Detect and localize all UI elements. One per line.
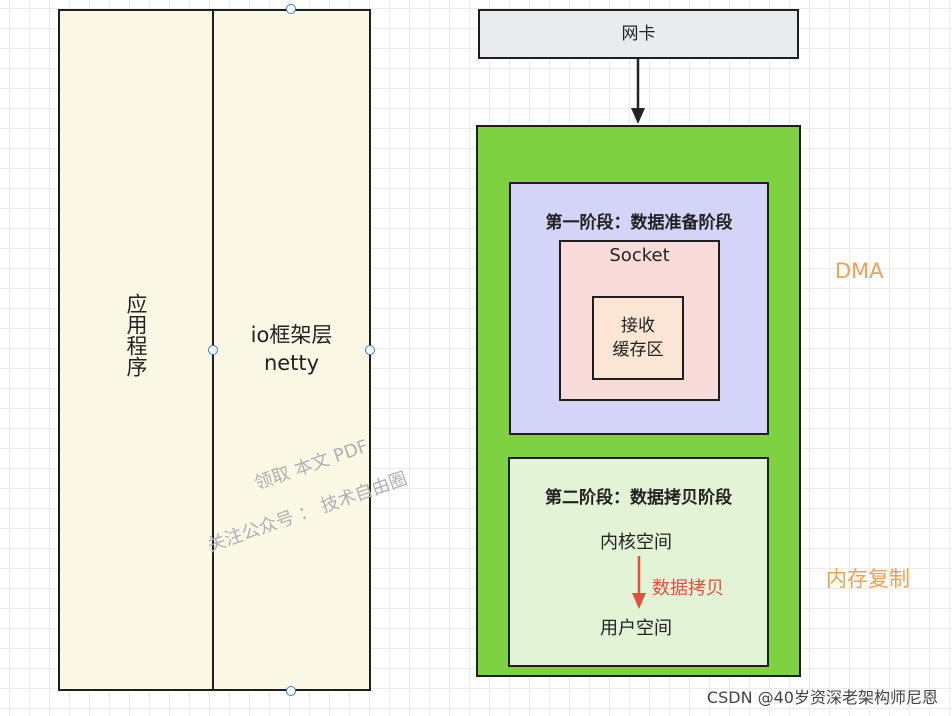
resize-handle-top[interactable] <box>286 4 296 14</box>
user-space-label: 用户空间 <box>600 618 672 639</box>
data-copy-arrow <box>632 556 646 609</box>
csdn-credit: CSDN @40岁资深老架构师尼恩 <box>706 688 938 707</box>
receive-buffer-line1: 接收 <box>621 316 655 336</box>
receive-buffer-line2: 缓存区 <box>612 340 664 360</box>
resize-handle-right[interactable] <box>365 345 375 355</box>
receive-buffer-box[interactable]: 接收 缓存区 <box>592 296 684 380</box>
io-framework-label: io框架层 netty <box>214 321 369 377</box>
memory-copy-label: 内存复制 <box>826 567 910 591</box>
receive-buffer-label: 接收 缓存区 <box>594 314 682 362</box>
io-framework-layer-box[interactable]: io框架层 netty <box>212 9 371 691</box>
application-layer-box[interactable]: 应用程序 <box>58 9 214 691</box>
nic-to-kernel-arrow <box>631 59 645 124</box>
stage2-title: 第二阶段：数据拷贝阶段 <box>545 488 732 508</box>
resize-handle-bottom[interactable] <box>286 686 296 696</box>
application-label: 应用程序 <box>124 293 148 377</box>
socket-label: Socket <box>609 245 670 266</box>
io-framework-label-line1: io框架层 <box>250 323 333 347</box>
dma-label: DMA <box>835 259 884 283</box>
network-card-box[interactable]: 网卡 <box>478 9 799 59</box>
stage1-title: 第一阶段：数据准备阶段 <box>545 213 733 233</box>
resize-handle-left[interactable] <box>208 345 218 355</box>
io-framework-label-line2: netty <box>263 351 320 375</box>
data-copy-label: 数据拷贝 <box>652 578 724 599</box>
kernel-space-label: 内核空间 <box>600 532 672 553</box>
